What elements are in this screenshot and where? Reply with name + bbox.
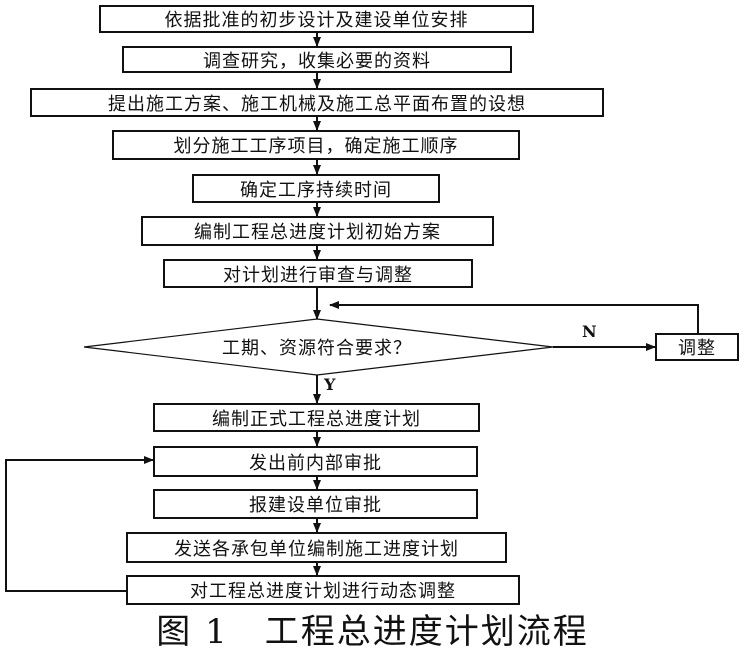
- step-propose-plan: 提出施工方案、施工机械及施工总平面布置的设想: [30, 88, 604, 117]
- step-initial-plan: 编制工程总进度计划初始方案: [141, 216, 494, 246]
- figure-caption: 图 1 工程总进度计划流程: [156, 612, 589, 652]
- step-owner-approval: 报建设单位审批: [153, 489, 478, 519]
- step-durations: 确定工序持续时间: [192, 174, 440, 203]
- step-dynamic-adjust: 对工程总进度计划进行动态调整: [126, 575, 520, 605]
- no-label: N: [582, 322, 597, 341]
- loop-dynamic-feedback: [5, 456, 154, 592]
- decision-diamond: [83, 318, 554, 376]
- step-investigate: 调查研究，收集必要的资料: [122, 46, 512, 73]
- decision-text: 工期、资源符合要求？: [222, 338, 412, 359]
- step-distribute: 发送各承包单位编制施工进度计划: [126, 532, 507, 563]
- step-internal-approval: 发出前内部审批: [153, 446, 478, 477]
- step-basis: 依据批准的初步设计及建设单位安排: [99, 5, 534, 33]
- step-divide-sequence: 划分施工工序项目，确定施工顺序: [112, 130, 520, 160]
- yes-label: Y: [324, 375, 336, 394]
- step-review-adjust: 对计划进行审查与调整: [163, 259, 473, 288]
- adjust-box: 调整: [655, 333, 739, 361]
- step-formal-plan: 编制正式工程总进度计划: [153, 403, 480, 432]
- loop-adjust-back: [329, 301, 699, 333]
